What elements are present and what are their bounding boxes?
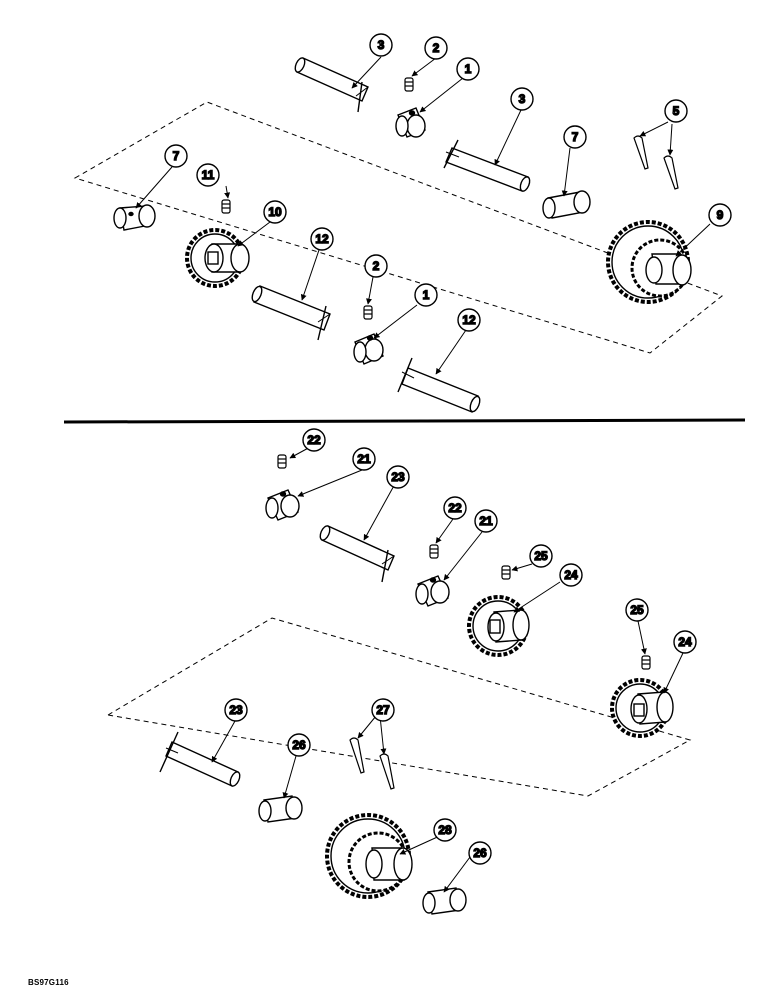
callout-7-left: 7 [164,144,188,168]
callout-5: 5 [664,99,688,123]
section-divider [63,418,746,424]
svg-text:27: 27 [376,703,390,717]
sprocket-9 [606,220,692,304]
svg-text:7: 7 [572,130,579,144]
svg-text:1: 1 [465,62,472,76]
sprocket-28 [325,813,413,899]
callout-22-top: 22 [302,428,326,452]
collar-1-top [395,107,426,138]
set-screw-22-top [277,454,287,469]
shaft-23-lower [159,731,241,787]
callout-25-top: 25 [529,544,553,568]
callout-10: 10 [263,200,287,224]
callout-11: 11 [196,163,220,187]
callout-12-right: 12 [457,308,481,332]
shaft-12-left [251,285,331,341]
callout-7-right: 7 [563,125,587,149]
svg-text:25: 25 [630,603,644,617]
svg-text:23: 23 [391,470,405,484]
collar-21-top [265,489,300,521]
shaft-12-right [397,357,481,413]
svg-text:12: 12 [315,232,329,246]
svg-text:23: 23 [229,703,243,717]
callout-26-lower: 26 [468,841,492,865]
callout-26-upper: 26 [287,733,311,757]
svg-text:5: 5 [673,104,680,118]
svg-text:3: 3 [378,38,385,52]
collar-21-lower [415,575,450,607]
callout-24-lower: 24 [673,630,697,654]
svg-text:3: 3 [519,92,526,106]
callout-21-lower: 21 [474,509,498,533]
svg-text:24: 24 [678,635,692,649]
svg-text:12: 12 [462,313,476,327]
leader-lines [135,56,711,893]
svg-text:26: 26 [473,846,487,860]
svg-text:21: 21 [357,452,371,466]
callout-28: 28 [433,818,457,842]
shaft-3-top [294,57,369,113]
svg-text:24: 24 [564,568,578,582]
callout-23-top: 23 [386,465,410,489]
svg-text:1: 1 [423,288,430,302]
callout-24-top: 24 [559,563,583,587]
sprocket-10 [185,228,250,288]
svg-text:10: 10 [268,205,282,219]
set-screw-22-lower [429,544,439,559]
callout-2-top: 2 [424,36,448,60]
bushing-7-right [542,190,591,219]
bushing-26-lower [422,887,467,915]
svg-text:9: 9 [717,208,724,222]
collar-1-lower [353,333,384,365]
bushing-7-left [113,204,156,231]
upper-assembly-boundary [73,101,724,354]
callout-9: 9 [708,203,732,227]
figure-reference-code: BS97G116 [28,978,69,987]
svg-text:2: 2 [433,41,440,55]
callout-3-top: 3 [369,33,393,57]
shaft-3-middle [443,139,531,192]
callout-1-lower: 1 [414,283,438,307]
set-screw-25-top [501,565,511,580]
sprocket-24-top [467,595,530,657]
cotter-pins-27 [349,737,395,790]
cotter-pins-5 [633,135,679,190]
svg-text:25: 25 [534,549,548,563]
svg-text:26: 26 [292,738,306,752]
callout-22-lower: 22 [443,496,467,520]
shaft-23-top [319,525,395,583]
svg-text:2: 2 [373,259,380,273]
callout-21-top: 21 [352,447,376,471]
callout-23-lower: 23 [224,698,248,722]
svg-text:21: 21 [479,514,493,528]
callout-25-lower: 25 [625,598,649,622]
svg-text:7: 7 [173,149,180,163]
callout-12-left: 12 [310,227,334,251]
bushing-26-upper [258,795,303,823]
callout-3-middle: 3 [510,87,534,111]
svg-text:22: 22 [307,433,321,447]
lower-assembly-boundary [106,617,692,797]
callout-2-lower: 2 [364,254,388,278]
callout-27: 27 [371,698,395,722]
svg-text:28: 28 [438,823,452,837]
sprocket-24-lower [610,678,674,738]
svg-text:22: 22 [448,501,462,515]
set-screw-25-lower [641,655,651,670]
set-screw-2-top [404,77,414,92]
callout-1-top: 1 [456,57,480,81]
set-screw-11 [221,199,231,214]
set-screw-2-lower [363,305,373,320]
svg-text:11: 11 [202,168,215,182]
